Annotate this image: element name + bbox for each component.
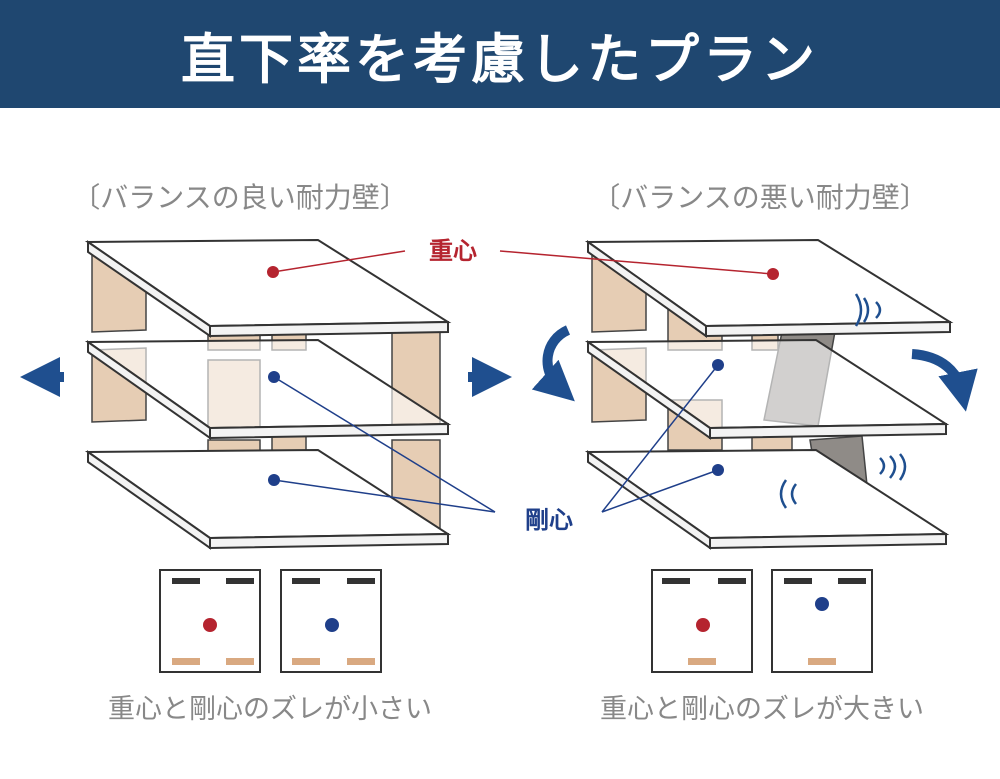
unbalanced-building	[584, 238, 954, 550]
leader-line	[273, 479, 496, 513]
header-banner: 直下率を考慮したプラン	[0, 0, 1000, 108]
base-slab-edge	[87, 450, 211, 550]
page-title: 直下率を考慮したプラン	[181, 27, 819, 91]
leader-line	[272, 250, 406, 273]
center-of-rigidity-label: 剛心	[525, 506, 573, 534]
plan-view-unbalanced-rigidity	[771, 569, 873, 673]
leader-line	[499, 250, 774, 275]
plan-view-balanced-gravity	[159, 569, 261, 673]
base-slab-edge	[587, 450, 711, 550]
leader-line	[273, 376, 496, 513]
balanced-caption: 重心と剛心のズレが小さい	[108, 694, 432, 725]
floor-slab-edge	[87, 340, 211, 440]
vibration-icon	[779, 479, 798, 509]
balanced-heading: 〔バランスの良い耐力壁〕	[72, 181, 407, 214]
leader-line	[601, 364, 719, 513]
structural-diagram: 〔バランスの良い耐力壁〕 〔バランスの悪い耐力壁〕 重心 剛心 重心と剛心のズレ…	[20, 181, 978, 725]
center-of-gravity-label: 重心	[429, 237, 477, 265]
roof-slab-edge	[209, 320, 449, 338]
rotate-cw-icon	[911, 349, 978, 412]
roof-slab-edge	[587, 240, 707, 338]
balanced-building	[84, 238, 452, 550]
vibration-icon	[854, 293, 882, 327]
unbalanced-caption: 重心と剛心のズレが大きい	[600, 694, 924, 725]
vibration-icon	[879, 453, 907, 481]
rotate-ccw-icon	[531, 325, 575, 402]
plan-view-balanced-rigidity	[280, 569, 382, 673]
unbalanced-heading: 〔バランスの悪い耐力壁〕	[592, 181, 927, 214]
plan-view-unbalanced-gravity	[651, 569, 753, 673]
leader-line	[601, 469, 719, 513]
